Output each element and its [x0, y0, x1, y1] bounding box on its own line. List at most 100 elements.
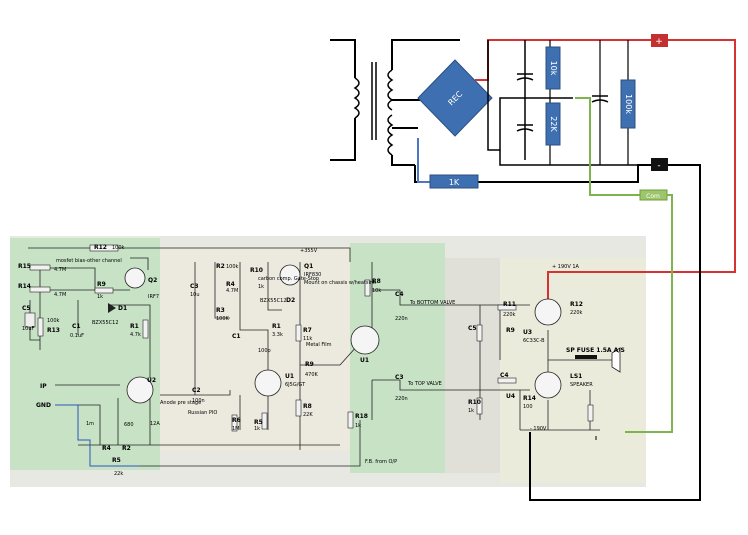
plus-terminal-label: +	[655, 37, 663, 47]
label-r8-cpl: R8	[372, 278, 381, 285]
value-c3-cpl: 220n	[395, 396, 408, 402]
label-r4-drv: R4	[226, 281, 235, 288]
com-wire-to-amp	[625, 194, 673, 433]
value-r1-in: 4.7k	[130, 332, 141, 338]
label-c4-out: U4	[506, 393, 515, 400]
note-gnd: GND	[36, 402, 51, 409]
note-ip: IP	[40, 383, 47, 390]
label-r17: C4	[500, 372, 509, 379]
label-r11: C5	[468, 325, 477, 332]
plus-rail-wire	[475, 39, 660, 81]
value-r9: 1k	[97, 294, 103, 300]
label-r6-cpl: R18	[355, 413, 368, 420]
r12-output-resistor	[476, 397, 483, 415]
value-c2-drv: 100n	[192, 398, 205, 404]
r12-resistor	[89, 244, 119, 252]
r15-resistor	[29, 264, 51, 271]
r14-output-resistor	[587, 404, 594, 422]
value-r2-in: 680	[124, 422, 134, 428]
value-q1: IRF830	[304, 272, 321, 278]
label-r9: R9	[97, 281, 106, 288]
r9-resistor	[94, 287, 114, 294]
r13-resistor	[37, 317, 44, 337]
note-to-top-valve: To TOP VALVE	[407, 381, 442, 387]
note-metal-film: Metal Film	[306, 342, 332, 348]
r11-resistor	[476, 324, 483, 342]
note-v-plus: + 190V 1A	[552, 264, 580, 270]
value-u2: 12A	[150, 421, 160, 427]
r8-coupling-resistor	[364, 279, 371, 297]
value-r15: 4.7M	[54, 267, 66, 273]
value-d2: BZX55C12	[260, 298, 287, 304]
minus-rail-to-amp	[529, 164, 701, 501]
label-c3-cpl: C3	[395, 374, 404, 381]
label-r12: R12	[94, 244, 107, 251]
note-v-minus: - 190V	[530, 426, 547, 432]
feedback-blue-wire	[55, 404, 140, 467]
label-c5-out: R9	[506, 327, 515, 334]
label-r15: R15	[18, 263, 31, 270]
label-r13: R13	[47, 327, 60, 334]
r6-resistor	[231, 414, 238, 432]
note-russian-pio: Russian PIO	[188, 410, 217, 416]
psu-section: REC 1K 10k 22K 100k + -	[330, 34, 668, 201]
label-r3-drv: R3	[216, 307, 225, 314]
label-u3: R12	[570, 301, 583, 308]
note-fb-from-op: F.B. from O/P	[365, 459, 397, 465]
transformer-primary	[353, 77, 360, 119]
d1-zener	[108, 303, 116, 313]
value-r13: 100k	[47, 318, 60, 324]
note-carbon-comp: carbon comp. Gate-Stop	[258, 276, 319, 282]
r5-resistor	[261, 412, 268, 430]
label-c3-drv: C3	[190, 283, 199, 290]
com-wire	[575, 97, 640, 196]
label-d1: D1	[118, 305, 127, 312]
resistor-100k-label: 100k	[624, 94, 633, 114]
label-u4: LS1	[570, 373, 582, 380]
sp-fuse	[575, 355, 597, 359]
r1-resistor	[142, 319, 149, 339]
amp-symbols	[24, 244, 621, 432]
value-c3-drv: 10u	[190, 292, 200, 298]
value-u4: SPEAKER	[570, 382, 593, 388]
label-r5-drv: R5	[254, 419, 263, 426]
label-u1-drv: U1	[285, 373, 294, 380]
value-q2: IRF7	[148, 294, 159, 300]
value-r12-out: 1k	[468, 408, 474, 414]
value-r4-in: 1m	[86, 421, 94, 427]
label-u1-cpl: U1	[360, 357, 369, 364]
output-bias-region	[445, 258, 505, 473]
label-r12-out: R10	[468, 399, 481, 406]
value-r5-drv: 1k	[254, 426, 260, 432]
value-c5: 10uF	[22, 326, 35, 332]
resistor-22k-label: 22K	[549, 116, 558, 132]
value-r6-drv: 1M	[232, 426, 240, 432]
label-c2-drv: C2	[192, 387, 201, 394]
label-r14: R14	[18, 283, 31, 290]
value-r9-out: 6C33C-B	[523, 338, 545, 344]
label-r4-in: R4	[102, 445, 111, 452]
resistor-1k-label: 1K	[449, 178, 460, 187]
u3-output-tube	[534, 298, 562, 326]
resistor-1k	[429, 174, 479, 189]
plus-rail-to-amp	[547, 39, 736, 300]
label-r1-in: R1	[130, 323, 139, 330]
value-d1: BZX55C12	[92, 320, 119, 326]
value-r3-drv: 100K	[216, 316, 230, 322]
label-c1-in: C1	[72, 323, 81, 330]
label-q2: Q2	[148, 277, 157, 284]
value-r2-drv: 100k	[226, 264, 239, 270]
note-mount-on-chassis: Mount on chassis w/heatsink	[304, 280, 376, 286]
note-anode-pre-stage: Anode pre stage	[160, 400, 201, 406]
label-r5-in: R5	[112, 457, 121, 464]
note-to-bottom-valve: To BOTTOM VALVE	[409, 300, 455, 306]
label-r1-drv: R1	[272, 323, 281, 330]
transformer-secondary-a	[387, 69, 394, 111]
amp-labels: R12 100k R15 4.7M R14 4.7M R9 1k D1 BZX5…	[18, 244, 625, 477]
value-r8-cpl: 10k	[372, 288, 381, 294]
value-r7-drv: 11k	[303, 336, 312, 342]
q2-mosfet	[124, 267, 146, 289]
label-r10-drv: R10	[250, 267, 263, 274]
label-r2-in: R2	[122, 445, 131, 452]
